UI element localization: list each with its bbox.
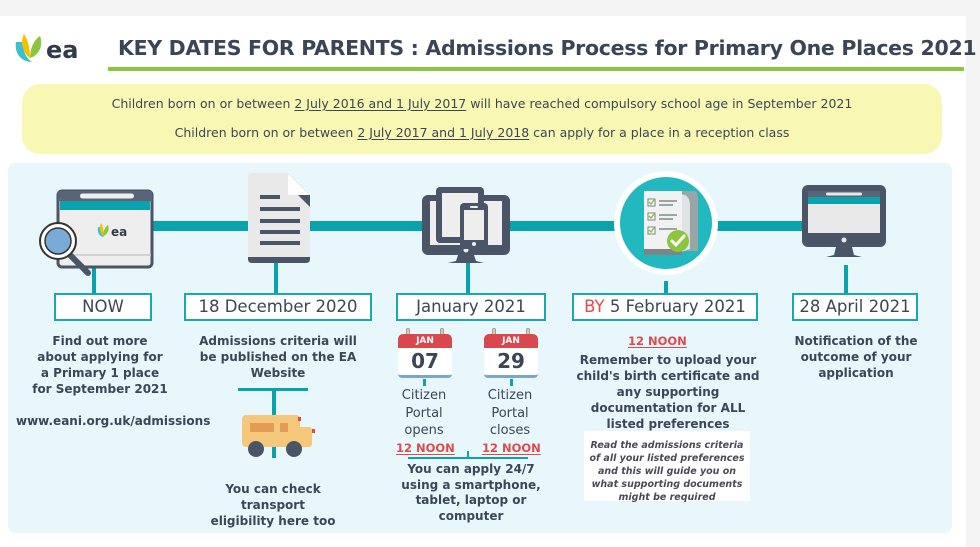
- cal-stem-2: [510, 379, 513, 386]
- bus-branch-line: [238, 388, 308, 391]
- connector-january: [466, 263, 470, 293]
- transport-description: You can check transport eligibility here…: [210, 482, 336, 528]
- checklist-document-icon: [612, 169, 720, 277]
- date-box-january: January 2021: [396, 293, 546, 321]
- date-box-december: 18 December 2020: [184, 293, 372, 321]
- page-title: KEY DATES FOR PARENTS : Admissions Proce…: [118, 36, 977, 60]
- february-time: 12 NOON: [628, 334, 687, 348]
- connector-february: [664, 281, 668, 293]
- date-box-now: NOW: [54, 293, 152, 321]
- portal-opens-label: Citizen Portal opens: [401, 388, 447, 438]
- connector-april: [844, 265, 848, 293]
- opens-time: 12 NOON: [396, 441, 455, 455]
- infographic-page: ea KEY DATES FOR PARENTS : Admissions Pr…: [0, 16, 977, 547]
- by-label: BY: [584, 297, 605, 316]
- svg-text:ea: ea: [46, 36, 78, 64]
- january-description: You can apply 24/7 using a smartphone, t…: [401, 462, 541, 523]
- date-box-april: 28 April 2021: [792, 293, 918, 321]
- monitor-browser-icon: [800, 185, 888, 267]
- december-description: Admissions criteria will be published on…: [199, 334, 357, 380]
- ea-logo: ea: [12, 28, 92, 68]
- document-icon: [244, 173, 314, 265]
- date-box-february: BY 5 February 2021: [572, 293, 758, 321]
- title-underline: [108, 67, 964, 71]
- notice-line-2: Children born on or between 2 July 2017 …: [174, 125, 790, 140]
- calendar-jan-07-icon: JAN 07: [398, 328, 452, 378]
- january-bracket-line: [408, 457, 528, 459]
- portal-closes-label: Citizen Portal closes: [487, 388, 533, 438]
- ea-logo-icon: ea: [15, 34, 78, 64]
- cal-stem-1: [423, 379, 426, 386]
- now-description: Find out more about applying for a Prima…: [32, 334, 168, 396]
- criteria-note-box: Read the admissions criteria of all your…: [584, 431, 750, 503]
- school-bus-icon: [240, 413, 316, 461]
- april-description: Notification of the outcome of your appl…: [794, 334, 918, 380]
- calendar-jan-29-icon: JAN 29: [484, 328, 538, 378]
- age-eligibility-notice: Children born on or between 2 July 2016 …: [22, 84, 942, 154]
- timeline-panel: ea: [8, 163, 952, 533]
- browser-magnifier-icon: ea: [36, 189, 156, 279]
- devices-monitor-icon: [420, 185, 516, 267]
- connector-december: [274, 263, 278, 293]
- notice-line-1: Children born on or between 2 July 2016 …: [111, 96, 853, 111]
- closes-time: 12 NOON: [482, 441, 541, 455]
- svg-text:ea: ea: [111, 225, 127, 239]
- february-description: Remember to upload your child's birth ce…: [576, 353, 760, 431]
- january-bracket-stem: [467, 451, 469, 458]
- admissions-link[interactable]: www.eani.org.uk/admissions: [16, 414, 211, 428]
- connector-now: [92, 259, 96, 293]
